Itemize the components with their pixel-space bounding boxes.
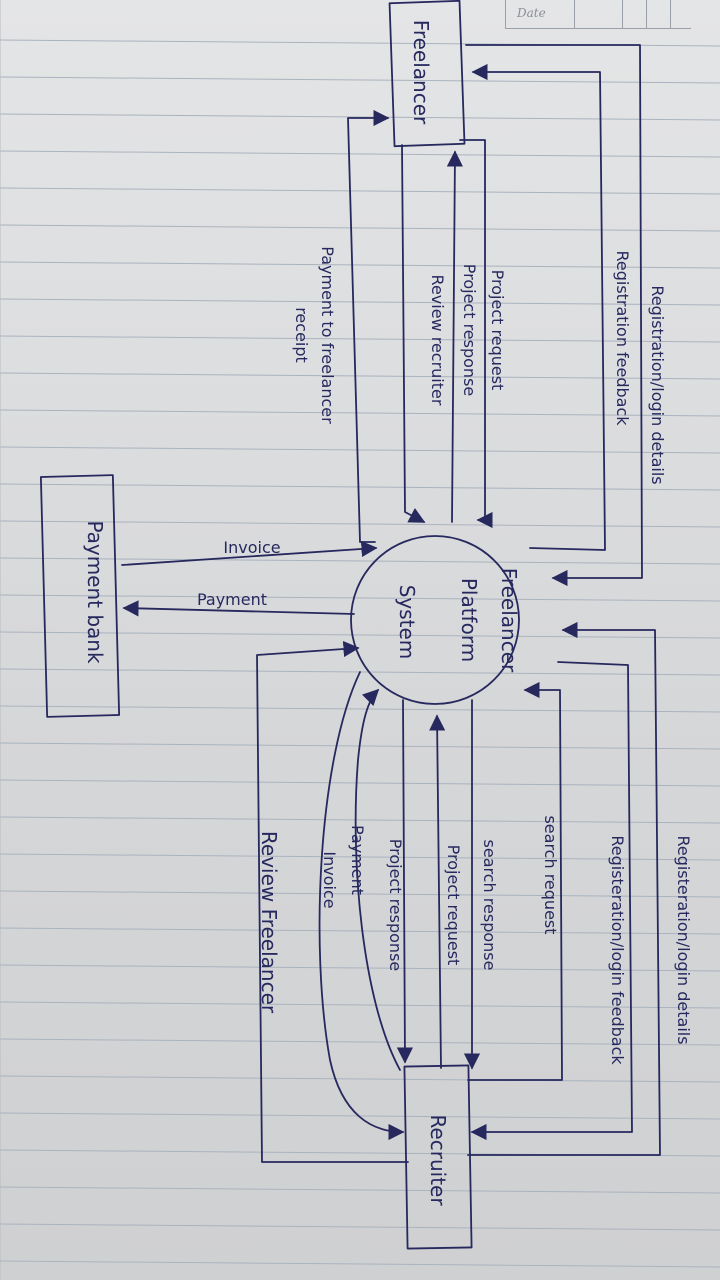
flow-bank-payment xyxy=(122,600,355,617)
entity-recruiter: Recruiter xyxy=(403,1064,473,1250)
flow-label-recruiter-invoice: Invoice xyxy=(320,851,339,908)
flow-recruiter-reg-details xyxy=(467,621,661,1156)
flow-freelancer-reg-feedback xyxy=(471,63,606,551)
process-circle: Freelancer Platform System xyxy=(350,535,521,705)
process-label-line3: System xyxy=(395,585,419,660)
flow-label-recruiter-search-request: search request xyxy=(541,815,560,934)
entity-freelancer-label: Freelancer xyxy=(409,20,433,125)
flow-recruiter-search-request xyxy=(467,681,563,1081)
flow-freelancer-payment-receipt xyxy=(347,109,390,543)
flow-freelancer-project-request xyxy=(459,139,493,529)
flow-freelancer-project-response xyxy=(446,150,463,523)
flow-freelancer-reg-details xyxy=(465,44,643,587)
flow-bank-invoice xyxy=(121,540,378,566)
entity-payment-bank: Payment bank xyxy=(39,474,121,718)
flow-label-recruiter-project-request: Project request xyxy=(444,845,463,966)
flow-recruiter-invoice xyxy=(318,671,405,1141)
flow-label-recruiter-search-response: search response xyxy=(480,840,499,971)
flow-label-freelancer-review-recruiter: Review recruiter xyxy=(428,275,447,406)
process-label-line2: Platform xyxy=(457,578,481,662)
flow-label-recruiter-reg-feedback: Registeration/login feedback xyxy=(608,835,627,1065)
flow-label-recruiter-review-freelancer: Review Freelancer xyxy=(257,831,281,1014)
entity-freelancer: Freelancer xyxy=(388,0,466,148)
date-label: Date xyxy=(517,6,546,20)
flow-label-bank-payment: Payment xyxy=(197,590,267,609)
flow-label-freelancer-project-response: Project response xyxy=(460,264,479,397)
flow-recruiter-review-freelancer xyxy=(256,640,409,1163)
flow-label-freelancer-project-request: Project request xyxy=(488,270,507,391)
flow-label-freelancer-payment-line1: Payment to freelancer xyxy=(318,246,337,424)
flow-recruiter-project-request xyxy=(429,714,446,1069)
flow-label-freelancer-reg-details: Registration/login details xyxy=(648,285,667,484)
entity-payment-bank-label: Payment bank xyxy=(83,520,107,664)
flow-label-bank-invoice: Invoice xyxy=(223,538,280,557)
flow-recruiter-reg-feedback xyxy=(470,661,633,1141)
entity-recruiter-label: Recruiter xyxy=(426,1114,450,1206)
flow-recruiter-project-response xyxy=(396,699,414,1064)
flow-label-recruiter-payment: Payment xyxy=(348,825,367,895)
process-label-line1: Freelancer xyxy=(497,568,521,673)
flow-label-freelancer-payment-line2: receipt xyxy=(292,307,311,363)
flow-freelancer-review-recruiter xyxy=(401,144,426,523)
flow-label-recruiter-reg-details: Registeration/login details xyxy=(674,835,693,1044)
date-header-box xyxy=(505,0,691,29)
flow-label-freelancer-reg-feedback: Registration feedback xyxy=(613,250,632,426)
flow-label-recruiter-project-response: Project response xyxy=(386,839,405,972)
flow-recruiter-payment xyxy=(354,688,401,1071)
